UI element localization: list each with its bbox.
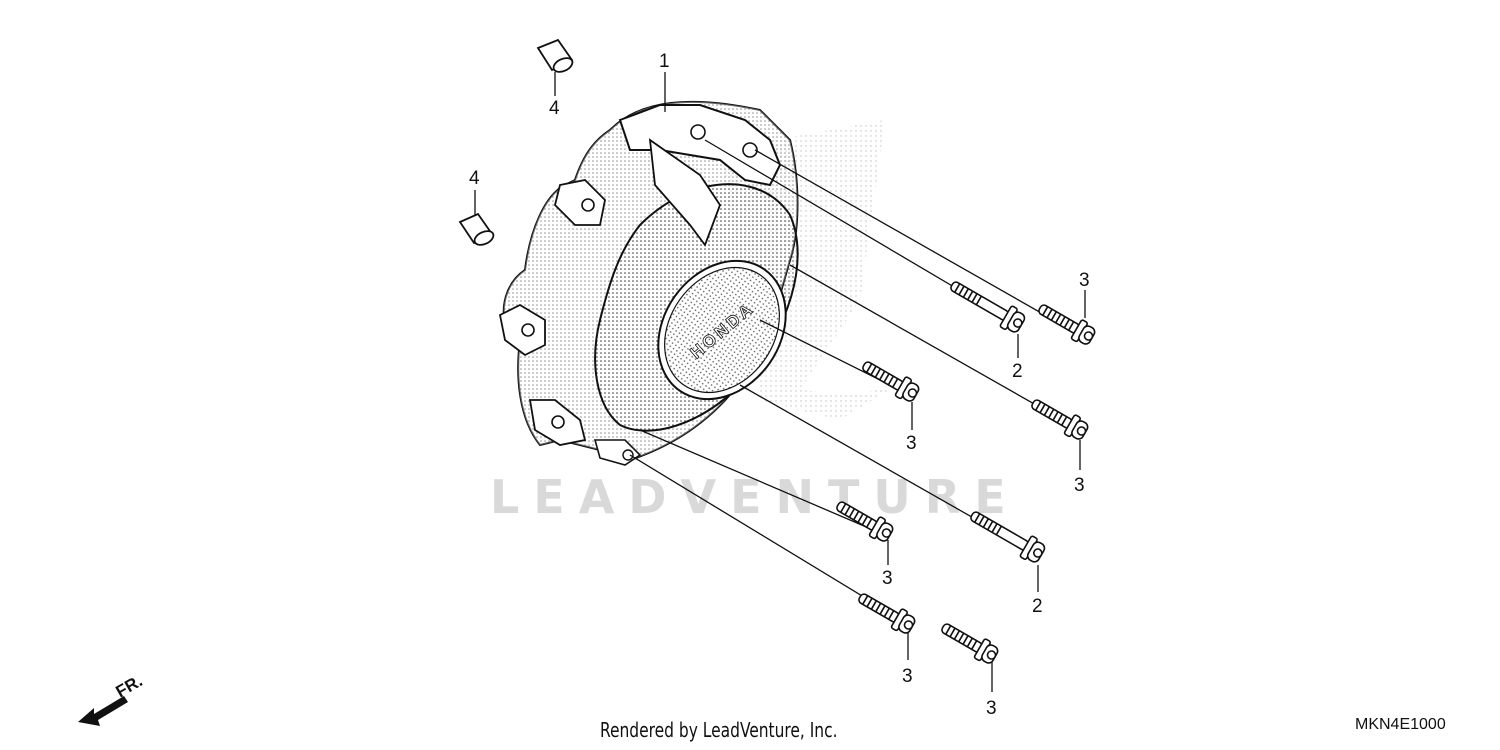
front-arrow-icon: FR. xyxy=(78,672,146,726)
flange-bolt xyxy=(965,503,1049,567)
callout-part-2: 2 xyxy=(1012,361,1023,382)
diagram-code: MKN4E1000 xyxy=(1355,716,1446,733)
flange-bolt xyxy=(1026,392,1092,444)
dowel-pin xyxy=(458,212,495,246)
front-label: FR. xyxy=(113,672,146,701)
flange-bolt xyxy=(853,586,919,638)
callout-part-3: 3 xyxy=(1074,475,1085,496)
flange-bolt xyxy=(945,273,1029,337)
callout-part-1: 1 xyxy=(659,51,670,72)
generator-cover: HONDA xyxy=(498,100,799,466)
flange-bolt xyxy=(936,616,1002,668)
callout-part-3: 3 xyxy=(986,698,997,719)
callout-part-2: 2 xyxy=(1032,596,1043,617)
flange-bolt xyxy=(1033,297,1099,349)
callout-part-4: 4 xyxy=(549,98,560,119)
callout-part-3: 3 xyxy=(906,433,917,454)
dowel-pin xyxy=(536,38,574,73)
rendered-by-text: Rendered by LeadVenture, Inc. xyxy=(600,718,838,742)
callout-part-4: 4 xyxy=(469,168,480,189)
callout-part-3: 3 xyxy=(902,666,913,687)
flange-bolt xyxy=(831,494,897,546)
callout-part-3: 3 xyxy=(1079,270,1090,291)
callout-leaders xyxy=(474,72,1086,692)
callout-part-3: 3 xyxy=(882,568,893,589)
